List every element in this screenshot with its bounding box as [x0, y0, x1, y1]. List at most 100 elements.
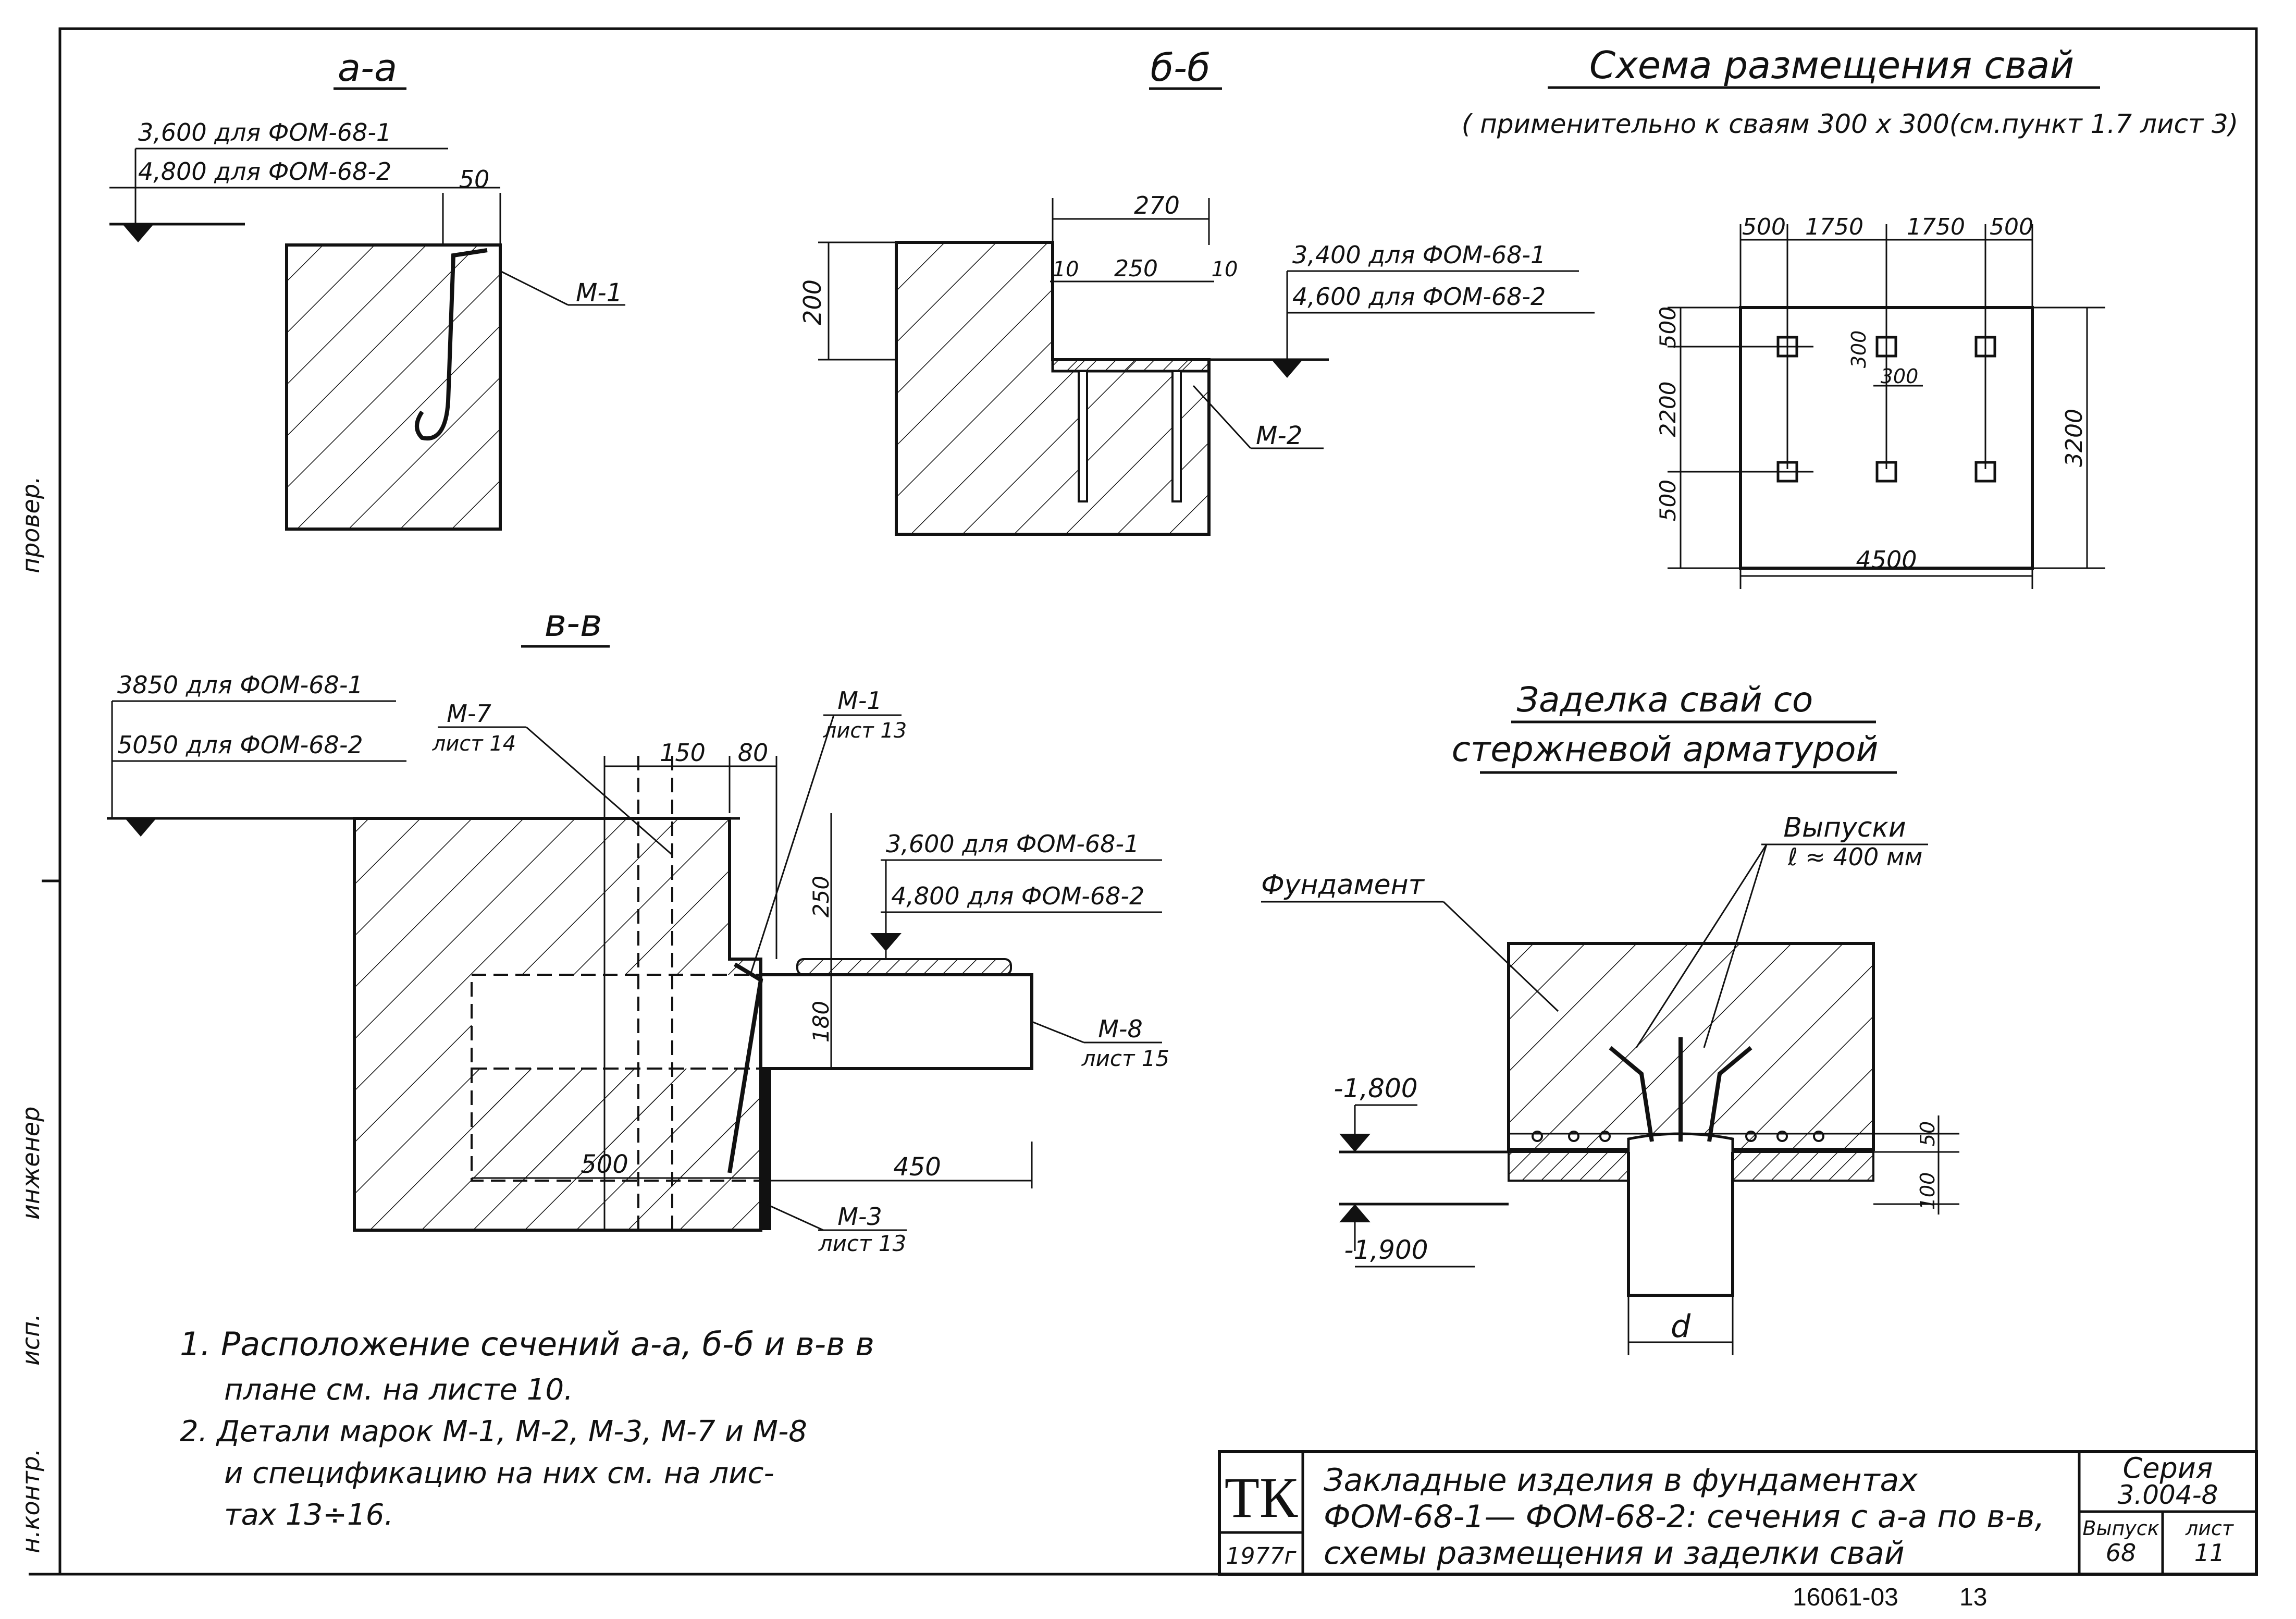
section-vv-level-2: 5050 для ФОМ-68-2	[117, 731, 363, 759]
section-bb-anchor-right	[1171, 370, 1182, 502]
title-block-desc-3: схемы размещения и заделки свай	[1324, 1535, 1905, 1572]
pile-scheme-dim-300b: 300	[1881, 365, 1919, 388]
title-block-issue: 68	[2106, 1539, 2137, 1567]
embedding-outlets: Выпуски	[1783, 812, 1906, 843]
pile-scheme-subtitle: ( применительно к сваям 300 х 300(см.пун…	[1462, 109, 2239, 139]
pile-scheme-dim-top-3: 1750	[1907, 214, 1965, 240]
embedding-level-1: -1,800	[1334, 1073, 1417, 1103]
footer-code: 16061-03	[1793, 1584, 1898, 1611]
margin-stamp-norm-control: н.контр.	[17, 1449, 45, 1553]
embedding-foundation-block	[1507, 942, 1875, 1151]
note-line-3: 2. Детали марок М-1, М-2, М-3, М-7 и М-8	[180, 1415, 807, 1449]
pile-scheme-title: Схема размещения свай	[1589, 43, 2074, 87]
pile-scheme-dim-top-4: 500	[1990, 214, 2033, 240]
margin-stamp-executor: исп.	[17, 1314, 45, 1366]
section-vv-dim-80: 80	[738, 739, 769, 767]
section-bb-plate	[1051, 358, 1211, 373]
notes: 1. Расположение сечений а-а, б-б и в-в в…	[180, 1325, 874, 1532]
level-marker-icon	[125, 818, 156, 837]
section-vv-title: в-в	[545, 601, 602, 645]
pile-embedding: Заделка свай со стержневой арматурой Вып…	[1261, 680, 1959, 1355]
title-block-year: 1977г	[1226, 1543, 1297, 1569]
pile-scheme-dim-left-3: 500	[1655, 480, 1681, 521]
title-block-desc-2: ФОМ-68-1— ФОМ-68-2: сечения с а-а по в-в…	[1324, 1499, 2045, 1535]
pile-scheme-dim-top-1: 500	[1742, 214, 1786, 240]
section-vv-level-1: 3850 для ФОМ-68-1	[117, 671, 363, 699]
section-bb-concrete	[895, 241, 1211, 536]
section-vv-dim-450: 450	[893, 1152, 941, 1182]
margin-stamp: инженер исп. провер. н.контр.	[17, 476, 60, 1553]
section-vv-dim-150: 150	[660, 739, 706, 767]
embedding-title-2: стержневой арматурой	[1452, 729, 1879, 769]
pile-scheme-dim-left-2: 2200	[1655, 382, 1681, 437]
pile-scheme-dim-bottom: 4500	[1856, 546, 1917, 574]
embedding-title-1: Заделка свай со	[1517, 680, 1813, 720]
footer-page: 13	[1959, 1584, 1987, 1611]
section-vv-beam	[759, 973, 1033, 1070]
level-marker-icon	[1272, 360, 1303, 378]
section-bb-title: б-б	[1151, 46, 1211, 90]
title-block-logo: ТК	[1225, 1466, 1298, 1529]
section-vv-m3: М-3	[837, 1203, 882, 1231]
embedding-dim-100: 100	[1916, 1172, 1939, 1210]
pile-square-icon	[1875, 461, 1897, 483]
title-block-desc-1: Закладные изделия в фундаментах	[1324, 1462, 1918, 1499]
section-vv-level-4: 4,800 для ФОМ-68-2	[891, 882, 1144, 910]
level-marker-icon	[1339, 1134, 1371, 1152]
section-vv-dim-180: 180	[808, 1001, 834, 1042]
section-vv-plate-m3	[761, 1069, 771, 1230]
pile-square-icon	[1974, 336, 1996, 358]
section-vv-m8: М-8	[1098, 1015, 1143, 1043]
pile-scheme-dim-left-1: 500	[1655, 306, 1681, 348]
pile-square-icon	[1776, 336, 1798, 358]
section-vv-dim-500: 500	[581, 1150, 628, 1179]
section-bb-dim-200: 200	[798, 279, 826, 325]
section-vv-m1: М-1	[837, 686, 882, 715]
section-bb-mark: М-2	[1256, 421, 1302, 450]
level-marker-icon	[122, 224, 154, 242]
section-bb-level-1: 3,400 для ФОМ-68-1	[1292, 241, 1546, 269]
margin-stamp-engineer: инженер	[17, 1107, 45, 1220]
section-vv-beam-top	[796, 958, 1012, 976]
section-aa-anchor	[415, 248, 488, 441]
note-line-2: плане см. на листе 10.	[224, 1373, 573, 1407]
embedding-dim-50: 50	[1916, 1121, 1939, 1146]
section-vv-beam-pocket	[471, 974, 762, 1070]
section-aa-level-2: 4,800 для ФОМ-68-2	[138, 157, 391, 186]
pile-scheme-grillage	[1739, 306, 2034, 570]
section-vv-level-3: 3,600 для ФОМ-68-1	[886, 830, 1139, 858]
section-vv-m1-sheet: лист 13	[823, 719, 907, 743]
section-vv-lower-zone	[471, 1068, 762, 1182]
section-bb: б-б 270 10 250 10 200 3,400 для ФОМ-68-1…	[798, 46, 1595, 536]
note-line-1: 1. Расположение сечений а-а, б-б и в-в в	[180, 1325, 874, 1363]
margin-stamp-checker: провер.	[17, 476, 45, 573]
title-block-series: 3.004-8	[2118, 1480, 2218, 1510]
pile-scheme-dim-right: 3200	[2061, 409, 2088, 467]
section-bb-dim-250: 250	[1114, 255, 1158, 282]
embedding-dim-d: d	[1671, 1308, 1691, 1345]
title-block-sheet-label: лист	[2185, 1517, 2235, 1540]
pile-scheme: Схема размещения свай ( применительно к …	[1462, 43, 2239, 589]
section-bb-level-2: 4,600 для ФОМ-68-2	[1292, 283, 1546, 311]
section-vv-m7: М-7	[447, 700, 491, 728]
embedding-foundation: Фундамент	[1261, 869, 1425, 901]
section-bb-anchor-left	[1078, 370, 1088, 502]
section-aa-dim-50: 50	[459, 165, 490, 193]
embedding-outlets-length: ℓ ≈ 400 мм	[1787, 843, 1923, 871]
pile-square-icon	[1776, 461, 1798, 483]
section-aa-title: а-а	[338, 46, 397, 90]
section-vv-dim-250: 250	[808, 876, 834, 917]
embedding-pile	[1627, 1148, 1734, 1297]
title-block-sheet: 11	[2194, 1539, 2225, 1567]
section-aa-level-1: 3,600 для ФОМ-68-1	[138, 118, 391, 146]
section-aa-mark: М-1	[576, 278, 622, 308]
section-vv-m3-sheet: лист 13	[818, 1231, 907, 1256]
section-bb-dim-10a: 10	[1053, 257, 1079, 281]
section-aa: а-а 3,600 для ФОМ-68-1 4,800 для ФОМ-68-…	[109, 46, 625, 531]
section-vv-m7-sheet: лист 14	[432, 732, 516, 756]
title-block-issue-label: Выпуск	[2082, 1517, 2159, 1540]
section-vv-anchor	[727, 962, 763, 1173]
pile-scheme-dim-300a: 300	[1847, 330, 1870, 369]
title-block: ТК 1977г Закладные изделия в фундаментах…	[1218, 1450, 2258, 1576]
